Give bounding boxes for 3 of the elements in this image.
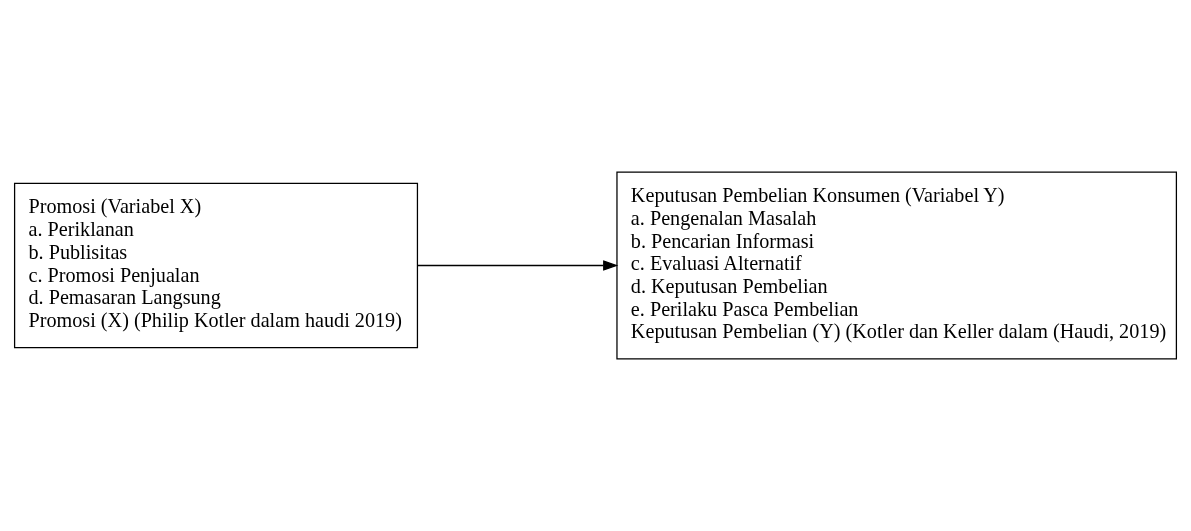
node-box: Promosi (Variabel X) a. Periklanan b. Publisitas c. Promosi Penjualan d. Pemasaran Langsung Promosi (X) (Philip Kotler dalam haudi 2019) [13, 182, 419, 349]
arrow [416, 260, 619, 271]
node-box: Keputusan Pembelian Konsumen (Variabel Y) a. Pengenalan Masalah b. Pencarian Informasi c. Evaluasi Alternatif d. Keputusan Pembelian e. Perilaku Pasca Pembelian Keputusan Pembelian (Y) (Kotler dan Keller dalam (Haudi, 2019) [616, 171, 1178, 360]
